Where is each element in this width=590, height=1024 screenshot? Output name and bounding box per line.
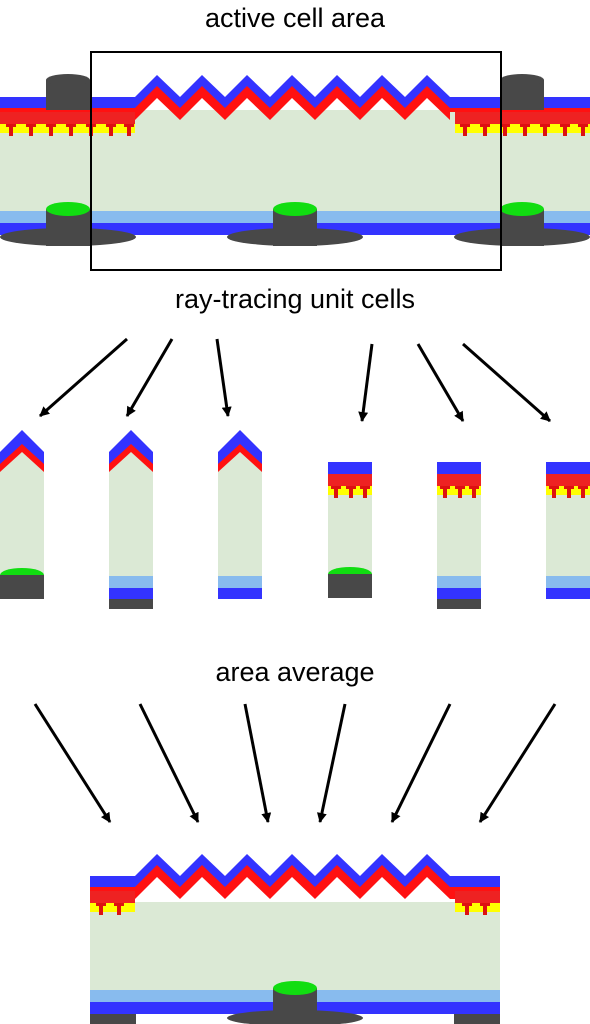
unit-cell-1: [0, 430, 44, 599]
arrow-icon: [243, 703, 272, 823]
selective-emitter-left: [0, 112, 135, 136]
front-emitter: [0, 86, 590, 120]
full-cell-cross-section: [0, 51, 590, 271]
unit-cell-6: [546, 462, 590, 599]
arrow-icon: [215, 338, 232, 417]
rear-contact-green: [46, 202, 90, 216]
active-area-frame: [90, 51, 502, 271]
unit-cell-5: [437, 462, 481, 609]
unit-cell-2: [109, 430, 153, 609]
merge-arrows: [33, 703, 557, 823]
arrow-icon: [416, 343, 465, 422]
arrow-icon: [39, 337, 128, 418]
rear-contact-green: [500, 202, 544, 216]
arrow-icon: [462, 342, 551, 423]
arrow-icon: [125, 338, 174, 417]
front-contact: [500, 74, 544, 110]
rear-contact-green: [273, 202, 317, 216]
arrow-icon: [316, 703, 347, 823]
selective-emitter-right: [455, 112, 590, 136]
arrow-icon: [358, 343, 374, 422]
front-contact: [46, 74, 90, 110]
arrow-icon: [478, 703, 557, 823]
arrow-icon: [138, 703, 200, 823]
label-area-average: area average: [215, 657, 374, 687]
arrow-icon: [390, 703, 452, 823]
label-active-cell-area: active cell area: [205, 3, 386, 33]
split-arrows: [39, 337, 551, 423]
unit-cell-4: [328, 462, 372, 598]
unit-cell-3: [218, 430, 262, 599]
averaged-cell: [90, 854, 500, 1024]
arrow-icon: [33, 703, 112, 823]
label-ray-tracing-unit-cells: ray-tracing unit cells: [175, 284, 415, 314]
